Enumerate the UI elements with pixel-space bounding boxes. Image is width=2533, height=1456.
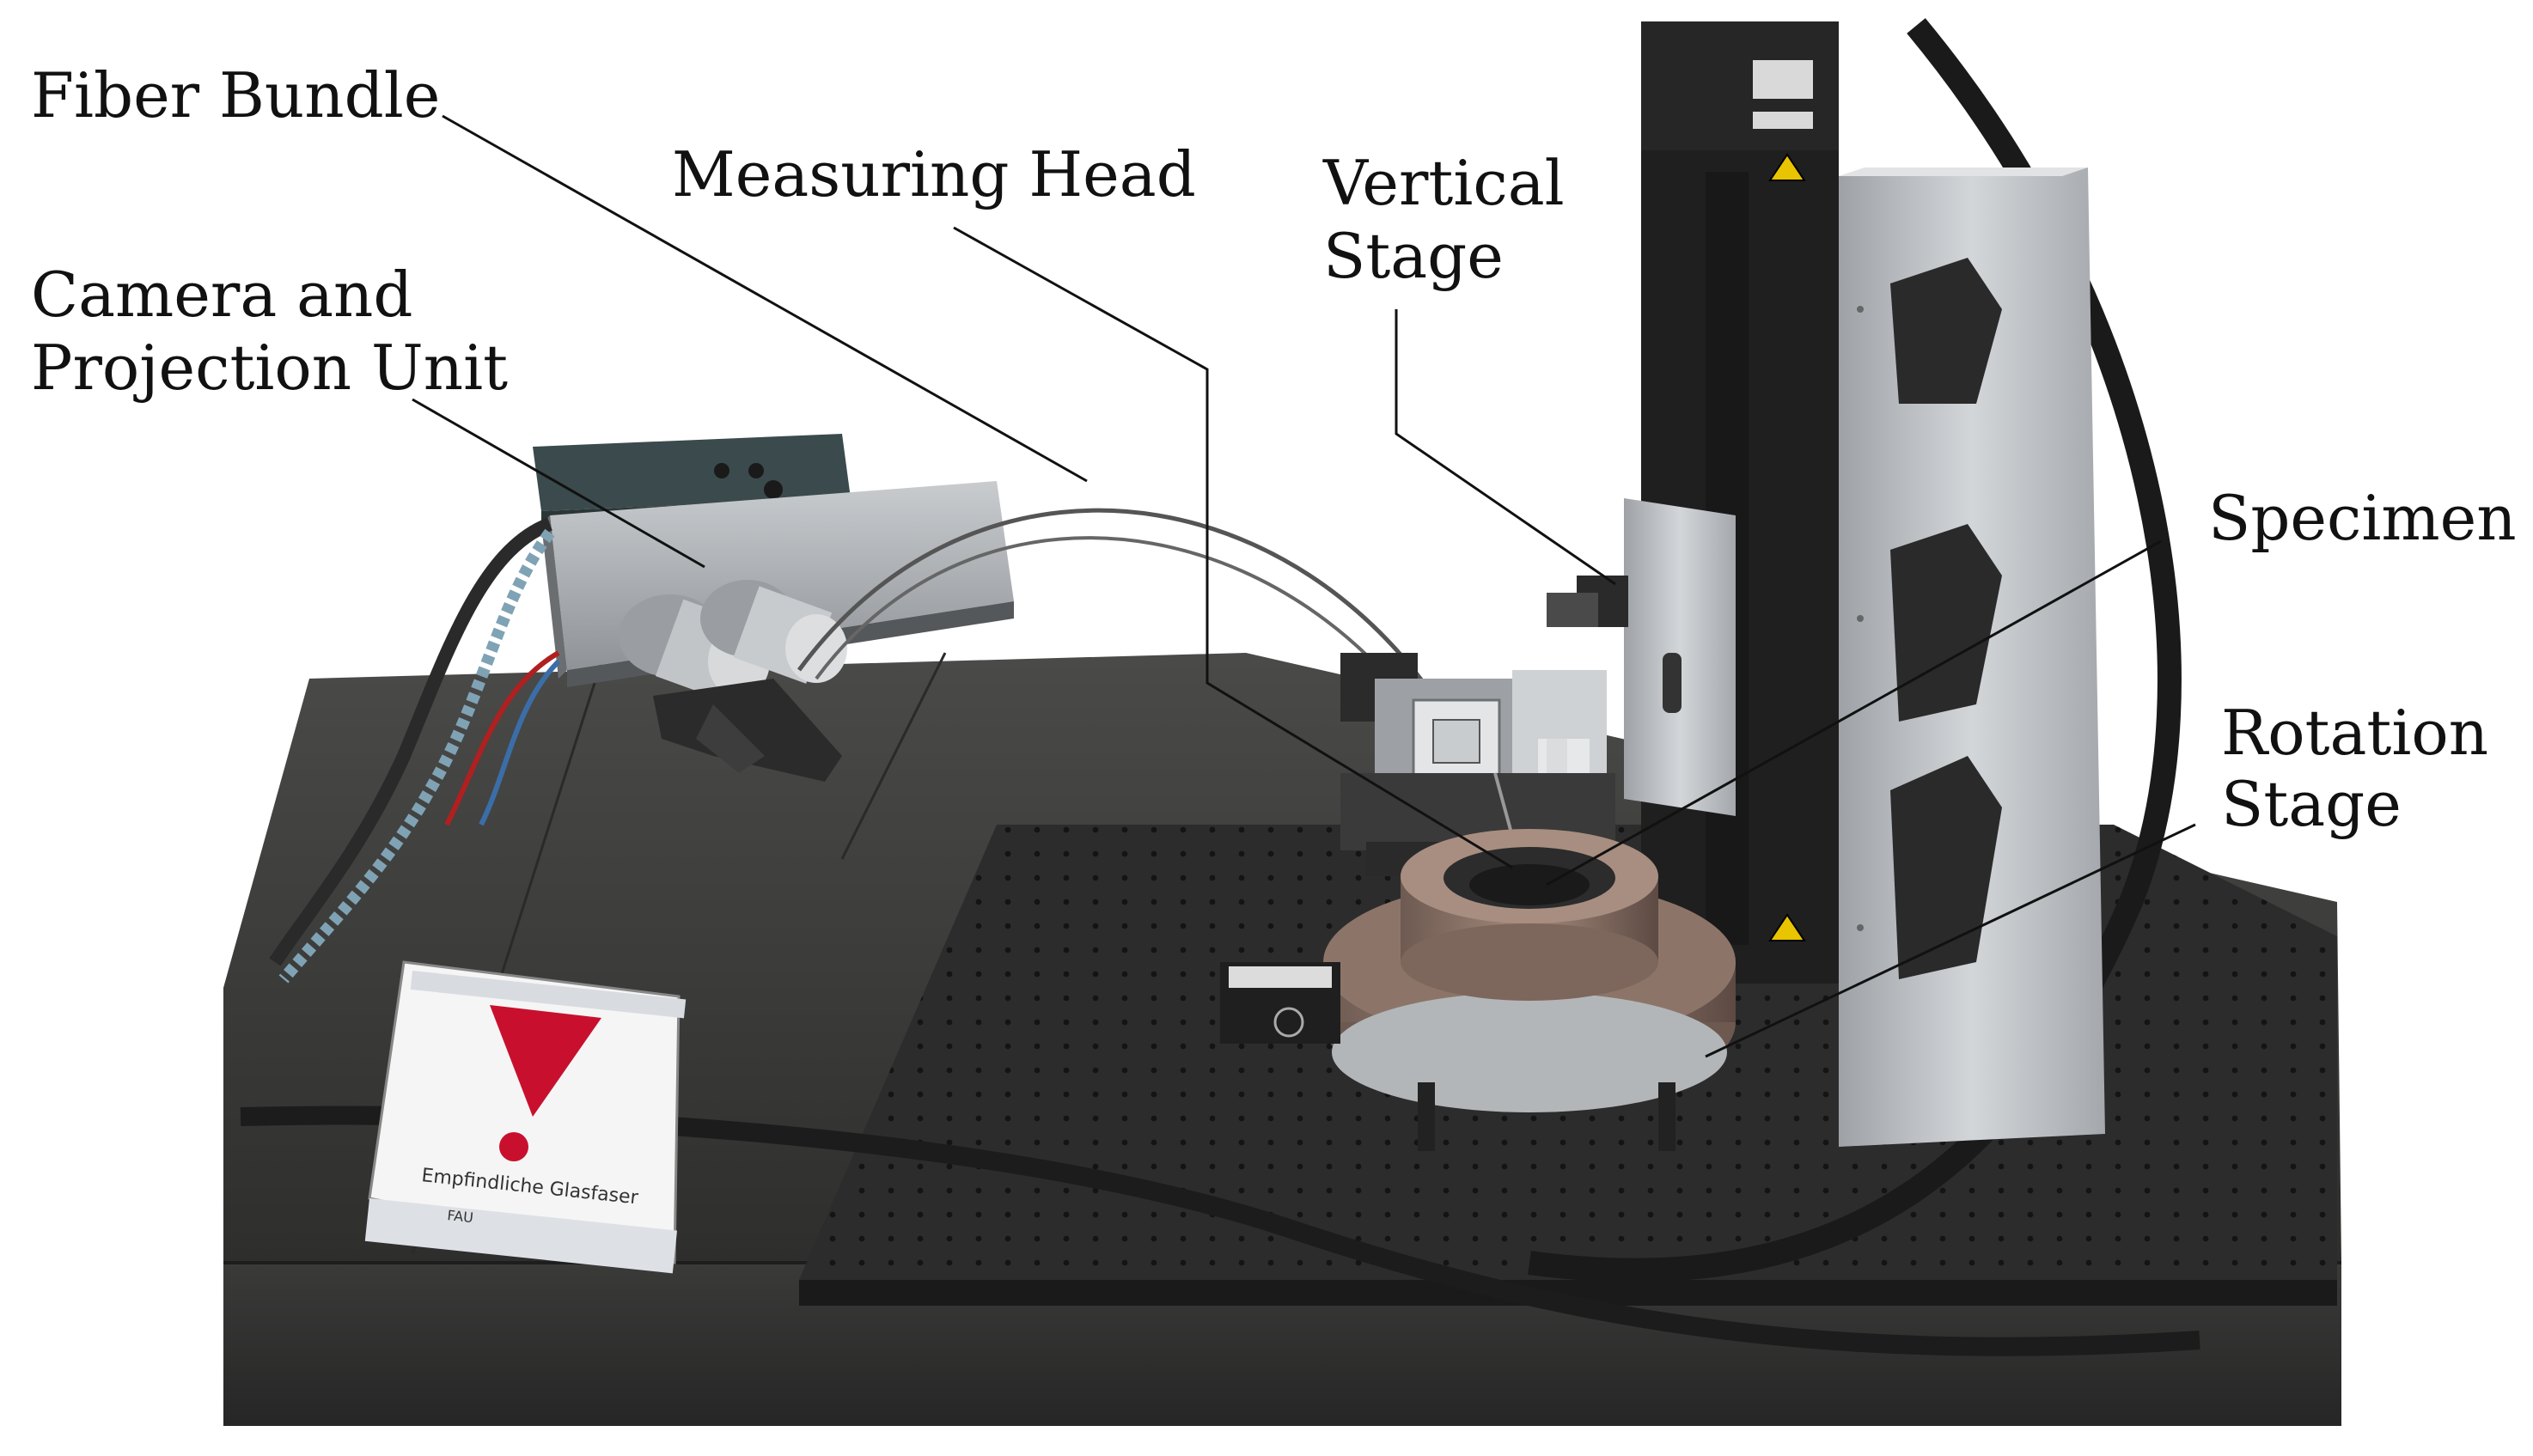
gantry-plate bbox=[1839, 168, 2105, 1147]
vertical-stage bbox=[1547, 21, 1839, 984]
label-measuring-head: Measuring Head bbox=[672, 138, 1196, 210]
warning-exclamation-icon bbox=[490, 1005, 601, 1117]
label-rotation-stage-line2: Stage bbox=[2221, 768, 2402, 840]
leader-camera-unit bbox=[412, 398, 705, 569]
label-fiber-bundle: Fiber Bundle bbox=[31, 59, 441, 131]
label-vertical-stage-line2: Stage bbox=[1323, 220, 1504, 292]
rotation-stage bbox=[1220, 829, 1736, 1151]
warning-sign: Empfindliche Glasfaser FAU bbox=[364, 960, 687, 1274]
leader-measuring-head bbox=[953, 226, 1513, 869]
leader-rotation-stage bbox=[1705, 823, 2196, 1058]
leader-fiber-bundle bbox=[442, 114, 1088, 483]
label-specimen: Specimen bbox=[2208, 482, 2517, 554]
sign-footer: FAU bbox=[447, 1207, 474, 1226]
leader-vertical-stage bbox=[1395, 309, 1616, 586]
leader-specimen bbox=[1546, 539, 2162, 886]
foreground-cable bbox=[1528, 18, 2182, 1282]
label-camera-line2: Projection Unit bbox=[31, 332, 509, 404]
leader-lines bbox=[412, 114, 2196, 1058]
label-rotation-stage-line1: Rotation bbox=[2221, 697, 2489, 769]
label-vertical-stage-line1: Vertical bbox=[1323, 147, 1565, 219]
camera-projection-unit bbox=[269, 434, 1014, 984]
label-camera-line1: Camera and bbox=[31, 259, 413, 331]
